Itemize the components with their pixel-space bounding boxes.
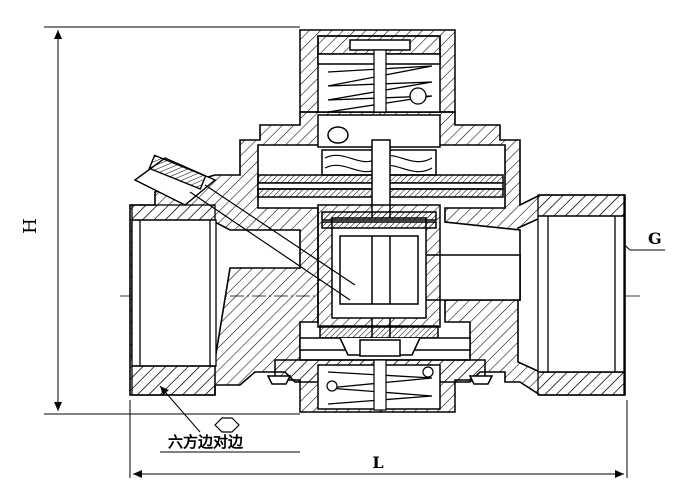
hex-label: 六方边对边 [168, 433, 244, 451]
bottom-cap [266, 359, 494, 413]
top-bonnet [299, 29, 456, 113]
left-port-wall-top [131, 204, 216, 221]
left-port-wall [131, 365, 216, 396]
filter-channel [133, 154, 356, 301]
left-port [131, 219, 217, 395]
right-port [537, 215, 625, 373]
right-port-wall-top [537, 194, 625, 217]
dimension-lines [44, 26, 665, 478]
hex-nut-icon [214, 417, 240, 433]
height-label: H [20, 218, 41, 234]
length-label: L [372, 453, 383, 472]
thread-label: G [648, 229, 662, 248]
valve-cartridge [299, 204, 471, 357]
right-port-wall [537, 371, 625, 396]
